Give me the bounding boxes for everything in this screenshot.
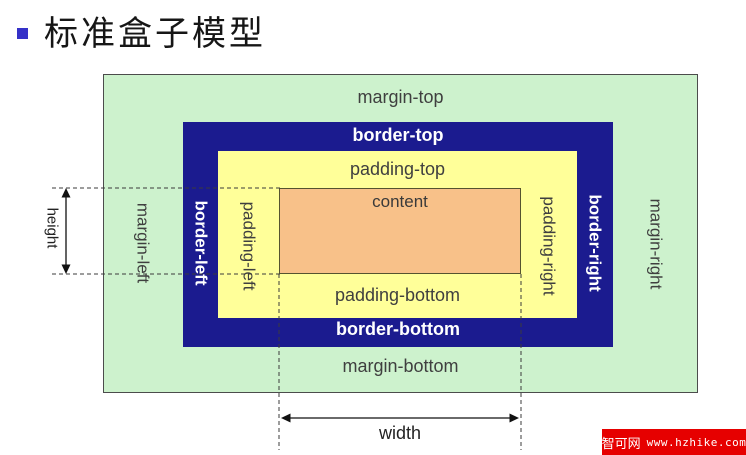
width-label: width bbox=[378, 423, 422, 443]
margin-right-label: margin-right bbox=[646, 198, 666, 290]
height-arrow bbox=[61, 188, 71, 274]
watermark-site-url: www.hzhike.com bbox=[646, 435, 746, 449]
title-bullet-icon bbox=[17, 28, 28, 39]
margin-top-label: margin-top bbox=[357, 87, 444, 107]
padding-bottom-label: padding-bottom bbox=[334, 285, 461, 305]
watermark-site-name: 智可网 bbox=[601, 436, 641, 452]
border-bottom-label: border-bottom bbox=[336, 319, 460, 339]
border-left-label: border-left bbox=[191, 200, 211, 286]
padding-right-label: padding-right bbox=[539, 196, 559, 296]
margin-left-label: margin-left bbox=[133, 202, 153, 284]
content-label: content bbox=[372, 192, 428, 211]
border-top-label: border-top bbox=[352, 125, 444, 145]
margin-bottom-label: margin-bottom bbox=[342, 356, 459, 376]
watermark: 智可网 www.hzhike.com bbox=[602, 429, 746, 455]
page-title: 标准盒子模型 bbox=[44, 14, 266, 54]
border-right-label: border-right bbox=[585, 194, 605, 292]
content-box bbox=[279, 188, 521, 274]
padding-top-label: padding-top bbox=[349, 159, 446, 179]
height-label: height bbox=[43, 207, 61, 249]
width-arrow bbox=[281, 413, 519, 423]
padding-left-label: padding-left bbox=[239, 201, 259, 291]
